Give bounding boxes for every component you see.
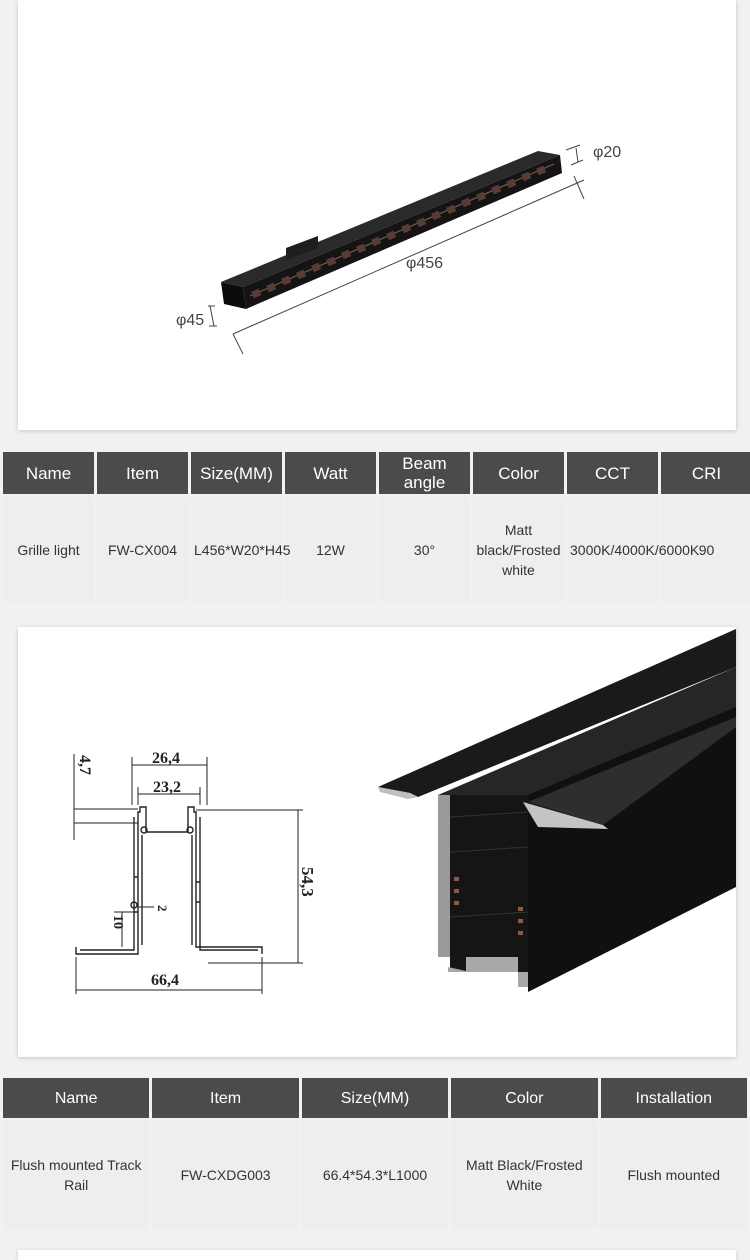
dim-lip-label: 4,7 — [76, 755, 93, 775]
cell-watt: 12W — [285, 497, 376, 603]
table-header-row: Name Item Size(MM) Color Installation — [3, 1078, 747, 1118]
cell-installation: Flush mounted — [600, 1121, 747, 1229]
cell-name: Grille light — [3, 497, 94, 603]
header-item: Item — [152, 1078, 299, 1118]
product-image-card-track-rail: 26,4 23,2 4,7 54,3 2 10 66,4 — [18, 627, 736, 1057]
cell-item: FW-CXDG003 — [152, 1121, 299, 1229]
header-cct: CCT — [567, 452, 658, 494]
dim-height-label: φ45 — [176, 312, 204, 329]
cell-color: Matt Black/Frosted White — [451, 1121, 598, 1229]
cell-cct: 3000K/4000K/6000K — [567, 497, 699, 603]
dimension-lines — [208, 144, 585, 355]
header-size: Size(MM) — [301, 1078, 449, 1118]
header-watt: Watt — [285, 452, 376, 494]
cell-size: 66.4*54.3*L1000 — [301, 1121, 449, 1229]
header-installation: Installation — [600, 1078, 747, 1118]
spec-table-track-rail: Name Item Size(MM) Color Installation Fl… — [0, 1075, 750, 1232]
header-name: Name — [3, 452, 94, 494]
cell-color: Matt black/Frosted white — [473, 497, 564, 603]
cell-cri: 90 — [661, 497, 750, 603]
header-beam-angle: Beam angle — [379, 452, 470, 494]
table-row: Grille light FW-CX004 L456*W20*H45 12W 3… — [3, 497, 750, 603]
header-color: Color — [473, 452, 564, 494]
track-rail-render — [378, 629, 736, 992]
header-item: Item — [97, 452, 188, 494]
header-name: Name — [3, 1078, 150, 1118]
spec-table-grille-light: Name Item Size(MM) Watt Beam angle Color… — [0, 449, 750, 606]
cell-item: FW-CX004 — [97, 497, 188, 603]
next-product-card — [18, 1250, 736, 1260]
header-size: Size(MM) — [191, 452, 282, 494]
dim-small-gap-label: 2 — [155, 905, 170, 912]
header-cri: CRI — [661, 452, 750, 494]
dim-top-outer-label: 26,4 — [152, 750, 180, 767]
dim-width-label: φ20 — [593, 144, 621, 161]
dim-small-height-label: 10 — [110, 915, 125, 929]
track-rail-dimension-lines — [73, 754, 303, 994]
grille-light-body — [221, 151, 562, 309]
product-image-card-grille-light: φ20 φ456 φ45 — [18, 0, 736, 430]
table-row: Flush mounted Track Rail FW-CXDG003 66.4… — [3, 1121, 747, 1229]
dim-top-inner-label: 23,2 — [153, 779, 181, 796]
cell-size: L456*W20*H45 — [191, 497, 291, 603]
grille-light-illustration: φ20 φ456 φ45 — [176, 144, 621, 355]
table-header-row: Name Item Size(MM) Watt Beam angle Color… — [3, 452, 750, 494]
dim-bottom-label: 66,4 — [151, 972, 179, 989]
dim-height-label: 54,3 — [298, 867, 317, 897]
cell-name: Flush mounted Track Rail — [3, 1121, 150, 1229]
dim-length-label: φ456 — [406, 255, 443, 272]
cell-beam-angle: 30° — [379, 497, 470, 603]
track-rail-cross-section — [75, 806, 263, 955]
header-color: Color — [451, 1078, 598, 1118]
track-rail-illustration: 26,4 23,2 4,7 54,3 2 10 66,4 — [73, 629, 736, 994]
